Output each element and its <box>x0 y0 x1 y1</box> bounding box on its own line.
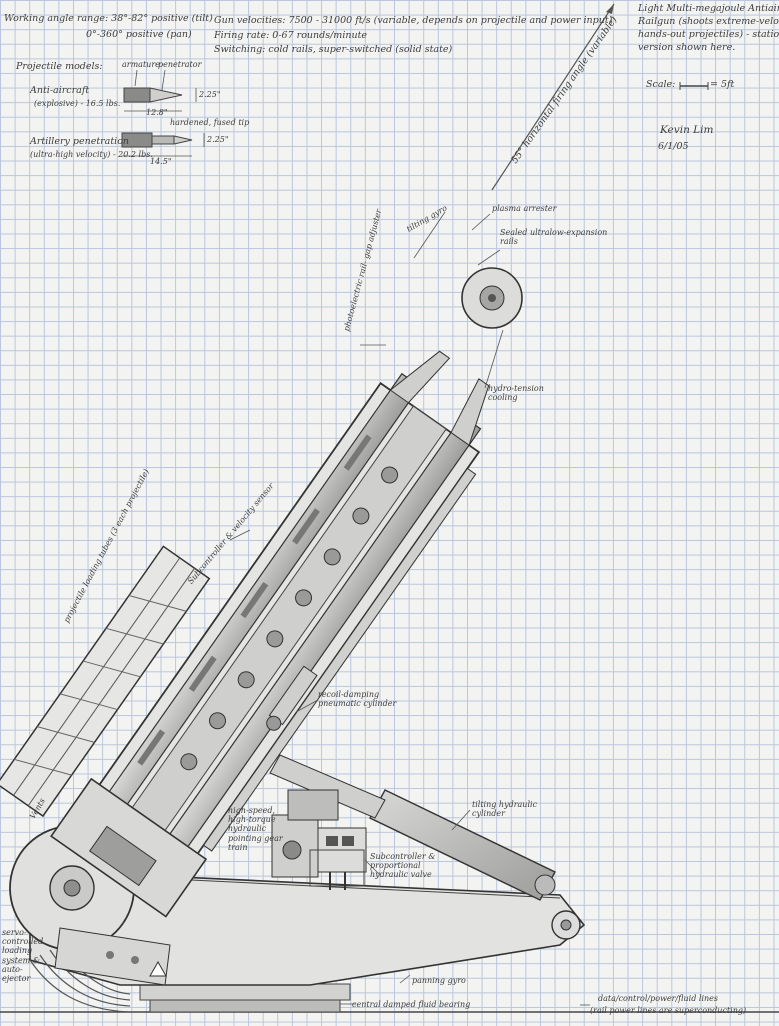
projectile-aa-length: 12.8" <box>146 108 168 117</box>
title-line-1: Light Multi-megajoule Antiaircraft <box>638 3 779 14</box>
label-central-bearing: central damped fluid bearing <box>352 1000 471 1009</box>
recoil-damper <box>266 665 318 731</box>
signature: Kevin Lim <box>660 124 714 136</box>
projectile-aa-name: Anti-aircraft <box>30 85 90 96</box>
projectile-part-penetrator: penetrator <box>158 60 202 69</box>
tilting-cylinder <box>269 754 556 901</box>
cooling-pulley <box>461 267 523 329</box>
label-panning-gyro: panning gyro <box>412 976 466 985</box>
label-plasma-arrester: plasma arrester <box>492 204 557 213</box>
projectile-aa-diameter: 2.25" <box>199 90 221 99</box>
label-hydro-cooling: hydro-tension cooling <box>488 384 544 403</box>
railgun-barrel <box>50 350 490 918</box>
projectile-part-armature: armature <box>122 60 160 69</box>
projectile-artillery-name: Artillery penetration <box>30 136 130 147</box>
spec-working-angle-pan: 0°-360° positive (pan) <box>86 29 192 40</box>
spec-gun-velocities: Gun velocities: 7500 - 31000 ft/s (varia… <box>214 15 613 26</box>
label-data-lines: data/control/power/fluid lines <box>598 994 718 1003</box>
projectile-artillery-length: 14.5" <box>150 157 172 166</box>
spec-working-angle: Working angle range: 38°-82° positive (t… <box>4 13 213 24</box>
projectile-artillery-desc: (ultra-high velocity) - 20.2 lbs. <box>30 150 153 159</box>
loading-tubes <box>0 545 211 818</box>
label-hydraulic-pump: high-speed, high-torque hydraulic pointi… <box>228 806 283 852</box>
firing-angle-arrow <box>491 3 615 191</box>
projectile-artillery-sketch <box>121 132 205 157</box>
scale-value: = 5ft <box>710 79 735 90</box>
projectile-aa-desc: (explosive) - 16.5 lbs. <box>34 99 121 108</box>
base-panel <box>54 927 171 986</box>
drawing-date: 6/1/05 <box>658 141 689 152</box>
label-recoil-cylinder: recoil-damping pneumatic cylinder <box>318 690 397 709</box>
label-subcontroller-valve: Subcontroller & proportional hydraulic v… <box>370 852 436 880</box>
projectile-heading: Projectile models: <box>16 61 103 72</box>
spec-switching: Switching: cold rails, super-switched (s… <box>214 44 453 55</box>
scale-label: Scale: <box>646 79 676 90</box>
title-line-4: version shown here. <box>638 42 736 53</box>
label-data-lines-note: (rail power lines are superconducting) <box>590 1006 747 1015</box>
label-servo-loading: servo-controlled loading system & auto-e… <box>2 928 44 983</box>
title-line-3: hands-out projectiles) - stationary <box>638 29 779 40</box>
label-tilting-cylinder: tilting hydraulic cylinder <box>472 800 538 819</box>
leader-lines <box>229 211 590 1006</box>
label-sealed-rails: Sealed ultralow-expansion rails <box>500 228 608 247</box>
spec-firing-rate: Firing rate: 0-67 rounds/minute <box>214 30 368 41</box>
projectile-aa-sketch <box>123 69 197 112</box>
projectile-artillery-tip: hardened, fused tip <box>170 118 250 127</box>
title-line-2: Railgun (shoots extreme-velocity <box>638 16 779 27</box>
projectile-artillery-diameter: 2.25" <box>207 135 229 144</box>
hydraulic-pump-assembly <box>271 789 367 890</box>
